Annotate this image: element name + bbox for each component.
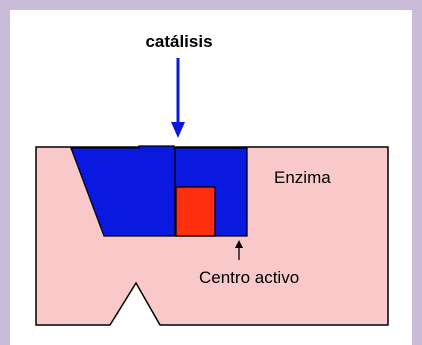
catalysis-label: catálisis [145, 32, 212, 51]
active-site-label: Centro activo [199, 268, 299, 287]
catalysis-arrow-head [171, 122, 185, 138]
active-site-block [176, 187, 215, 236]
enzyme-label: Enzima [274, 168, 331, 187]
